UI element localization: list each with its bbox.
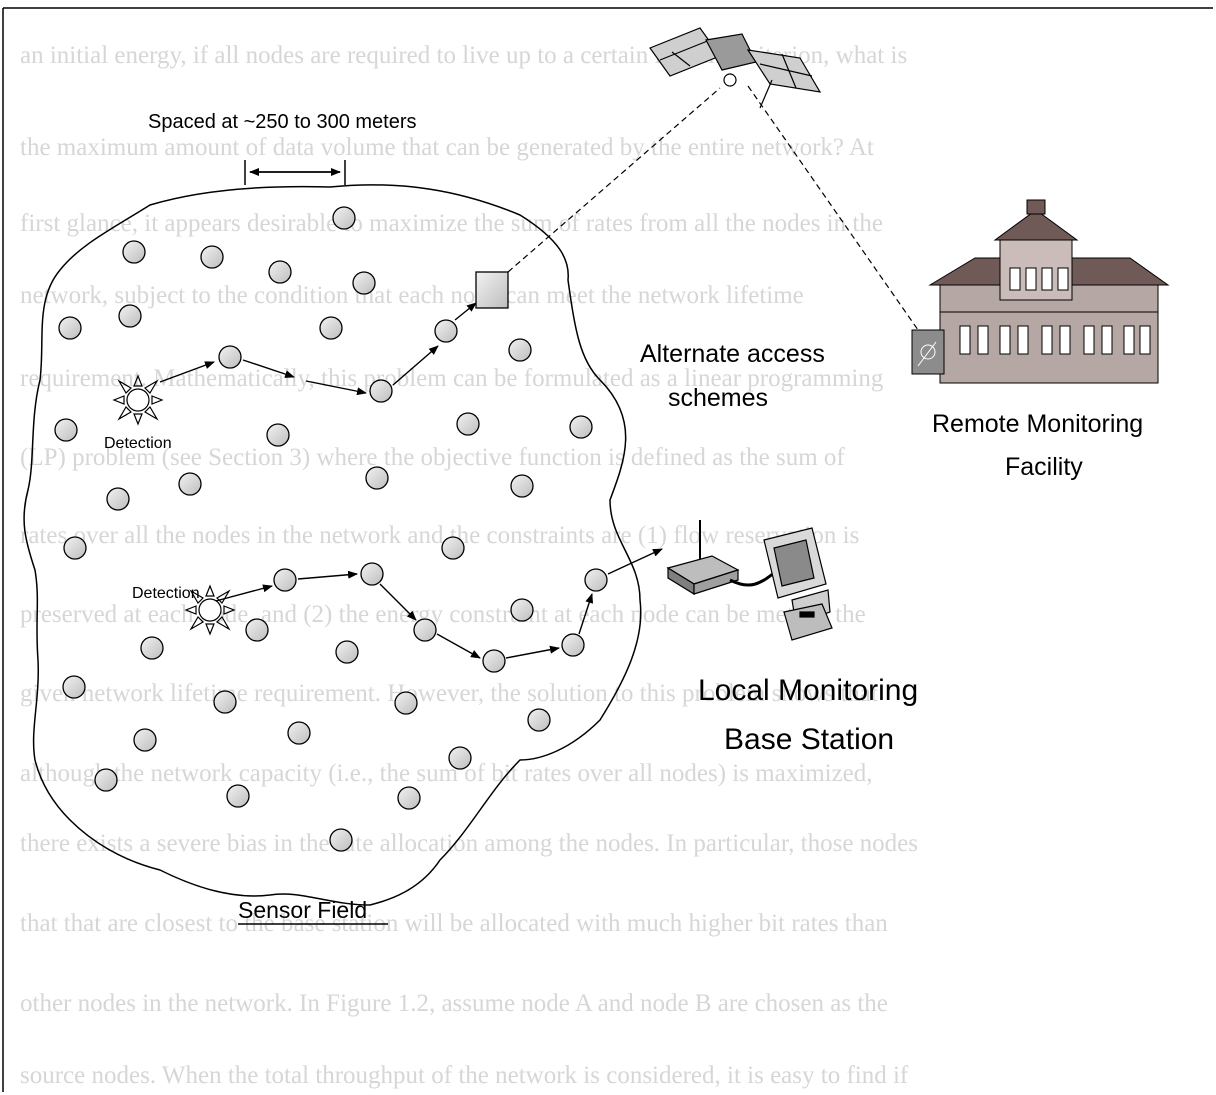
- sensor-node: [140, 636, 164, 660]
- sensor-node: [360, 562, 384, 586]
- sensor-node: [584, 568, 608, 592]
- sensor-node: [434, 319, 458, 343]
- sensor-node: [268, 260, 292, 284]
- satellite-downlink: [747, 85, 933, 351]
- bg-text-line: first glance, it appears desirable to ma…: [20, 210, 883, 237]
- alternate-access-label: schemes: [668, 384, 768, 412]
- detection-label: Detection: [104, 435, 172, 452]
- bg-text-line: (LP) problem (see Section 3) where the o…: [20, 444, 845, 471]
- sensor-node: [561, 633, 585, 657]
- bg-text-line: preserved at each node, and (2) the ener…: [20, 601, 866, 628]
- sensor-node: [200, 245, 224, 269]
- sensor-node: [218, 345, 242, 369]
- bg-text-line: there exists a severe bias in the rate a…: [20, 830, 918, 857]
- sensor-node: [63, 536, 87, 560]
- sensor-node: [62, 675, 86, 699]
- dish-antenna-icon: [911, 329, 945, 375]
- sensor-node: [394, 691, 418, 715]
- gateway-node: [475, 271, 509, 309]
- sensor-node: [118, 304, 142, 328]
- detection-label: Detection: [132, 585, 200, 602]
- detection-sun-icon: [112, 374, 164, 426]
- spacing-indicator: [244, 160, 346, 185]
- sensor-node: [245, 618, 269, 642]
- sensor-node: [94, 768, 118, 792]
- bg-text-line: given network lifetime requirement. Howe…: [20, 680, 878, 707]
- spacing-label: Spaced at ~250 to 300 meters: [148, 111, 417, 133]
- sensor-node: [510, 474, 534, 498]
- sensor-node: [527, 708, 551, 732]
- remote-monitoring-label: Remote Monitoring: [932, 410, 1143, 438]
- sensor-node: [58, 316, 82, 340]
- detection-sun-icon: [184, 584, 236, 636]
- sensor-node: [352, 271, 376, 295]
- sensor-node: [369, 379, 393, 403]
- sensor-node: [329, 828, 353, 852]
- sensor-node: [456, 412, 480, 436]
- satellite-icon: [649, 27, 822, 109]
- sensor-node: [54, 418, 78, 442]
- bg-text-line: that that are closest to the base statio…: [20, 910, 888, 937]
- sensor-node: [397, 786, 421, 810]
- sensor-node: [266, 423, 290, 447]
- alternate-access-label: Alternate access: [640, 340, 825, 368]
- sensor-node: [335, 640, 359, 664]
- sensor-field-label: Sensor Field: [238, 897, 367, 923]
- sensor-node: [482, 649, 506, 673]
- sensor-node: [213, 690, 237, 714]
- sensor-node: [441, 536, 465, 560]
- bg-text-line: other nodes in the network. In Figure 1.…: [20, 990, 888, 1017]
- local-monitoring-label: Local Monitoring: [698, 674, 918, 707]
- sensor-node: [178, 472, 202, 496]
- sensor-field-boundary: [23, 184, 642, 906]
- sensor-node: [226, 784, 250, 808]
- upper-route-arrows: [159, 302, 477, 396]
- sensor-node: [133, 728, 157, 752]
- sensor-node: [508, 338, 532, 362]
- bg-text-line: the maximum amount of data volume that c…: [20, 134, 874, 161]
- local-monitoring-label: Base Station: [724, 723, 894, 756]
- bg-text-line: rates over all the nodes in the network …: [20, 522, 860, 549]
- bg-text-line: network, subject to the condition that e…: [20, 282, 804, 309]
- bg-text-line: requirement. Mathematically, this proble…: [20, 365, 884, 392]
- page-frame: [2, 7, 1213, 1092]
- bg-text-line: although the network capacity (i.e., the…: [20, 760, 873, 787]
- sensor-nodes: [54, 206, 608, 852]
- sensor-node: [287, 721, 311, 745]
- sensor-node: [569, 415, 593, 439]
- lower-route-arrows: [211, 548, 663, 659]
- computer-icon: [763, 527, 833, 641]
- satellite-uplink: [507, 87, 721, 273]
- bg-text-line: source nodes. When the total throughput …: [20, 1062, 909, 1089]
- sensor-node: [413, 618, 437, 642]
- sensor-node: [365, 466, 389, 490]
- sensor-node: [122, 240, 146, 264]
- sensor-node: [273, 568, 297, 592]
- base-station-router-icon: [666, 520, 740, 596]
- sensor-node: [510, 598, 534, 622]
- sensor-node: [448, 746, 472, 770]
- sensor-node: [106, 487, 130, 511]
- remote-monitoring-label: Facility: [1005, 453, 1083, 481]
- sensor-node: [319, 316, 343, 340]
- building-icon: [928, 199, 1170, 384]
- sensor-node: [332, 206, 356, 230]
